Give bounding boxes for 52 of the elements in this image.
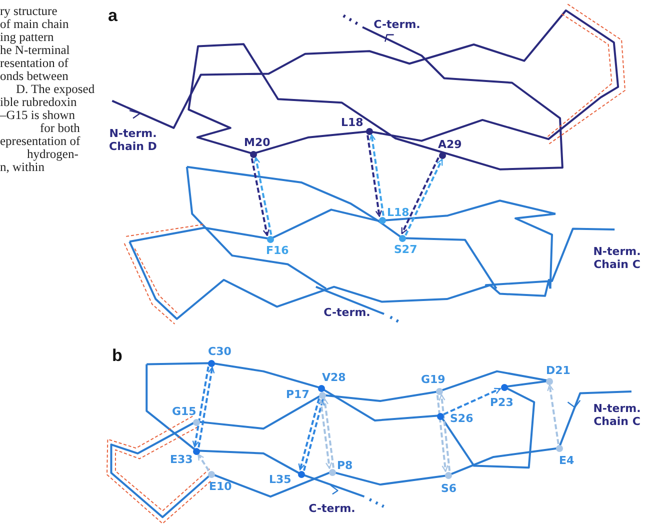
caption-text: epresentation of <box>0 135 80 148</box>
residue-label: S6 <box>441 483 457 495</box>
hydrogen-bond-arrow <box>298 398 320 470</box>
terminus-label: N-term. Chain C <box>592 402 642 428</box>
terminus-label: N-term. Chain C <box>592 245 642 271</box>
residue-label: S27 <box>394 244 418 256</box>
hydrogen-bond-arrow <box>198 366 215 448</box>
residue-label: P23 <box>490 397 514 409</box>
caption-text: ry structure <box>0 5 58 18</box>
residue-label: E4 <box>559 455 574 467</box>
caption-text: –G15 is shown <box>0 109 76 122</box>
residue-label: L35 <box>269 474 292 486</box>
hydrogen-bond-arrow <box>192 366 210 448</box>
caption-text: onds between <box>0 70 68 83</box>
residue-label: A29 <box>438 139 462 151</box>
caption-text: hydrogen- <box>27 148 78 161</box>
residue-label: L18 <box>341 117 364 129</box>
residue-label: E33 <box>170 454 193 466</box>
residue-label: S26 <box>450 413 474 425</box>
terminus-label: N-term. Chain D <box>108 127 158 153</box>
caption-text: for both <box>40 122 80 135</box>
hydrogen-bond-arrow <box>303 398 325 471</box>
residue-label: P8 <box>337 460 353 472</box>
hydrogen-bond-arrow <box>250 158 270 236</box>
residue-label: V28 <box>322 372 346 384</box>
hydrogen-bond-arrow <box>197 454 210 472</box>
residue-label: D21 <box>546 365 570 377</box>
hydrogen-bond-arrow <box>254 156 272 235</box>
panel-letter: b <box>112 346 122 366</box>
panel-letter: a <box>108 6 118 26</box>
hydrogen-bond-arrow <box>547 384 560 444</box>
residue-label: E10 <box>209 481 232 493</box>
hydrogen-bond-arrow <box>443 388 501 416</box>
caption-text: n, within <box>0 161 44 174</box>
caption-text: of main chain <box>0 18 69 31</box>
residue-label: G19 <box>421 374 446 386</box>
residue-label: F16 <box>266 245 289 257</box>
residue-label: M20 <box>244 137 270 149</box>
caption-text: ing pattern <box>0 31 54 44</box>
terminus-label: C-term. <box>372 18 422 31</box>
hydrogen-bond-arrow <box>436 395 448 472</box>
caption-text: D. The exposed <box>16 83 95 96</box>
terminus-label: C-term. <box>308 502 356 515</box>
residue-label: C30 <box>208 346 232 358</box>
caption-text: resentation of <box>0 57 68 70</box>
residue-label: G15 <box>172 406 196 418</box>
hydrogen-bond-arrow <box>438 394 451 471</box>
caption-text: he N-terminal <box>0 44 70 57</box>
terminus-label: C-term. <box>322 306 372 319</box>
caption-text: ible rubredoxin <box>0 96 77 109</box>
residue-label: L18 <box>387 207 410 219</box>
residue-label: P17 <box>286 389 310 401</box>
